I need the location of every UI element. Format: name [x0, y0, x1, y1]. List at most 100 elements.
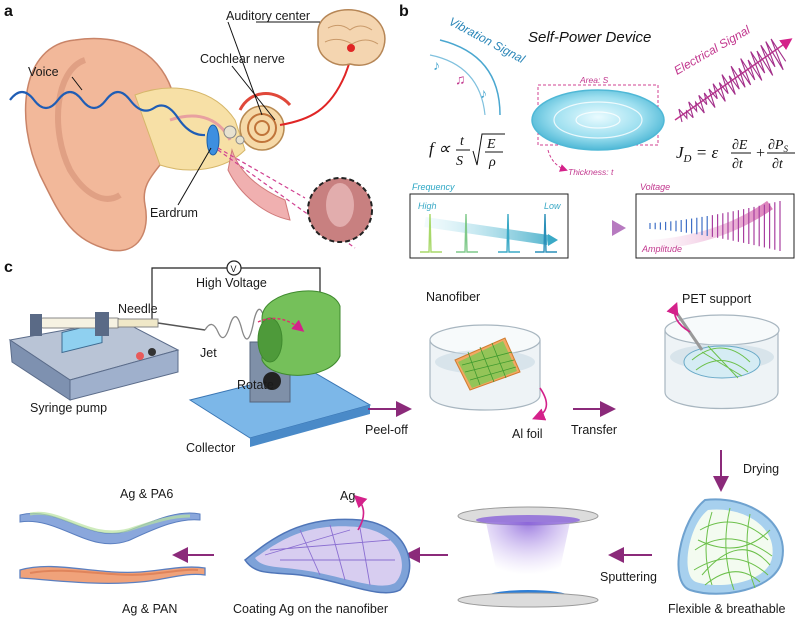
- label-syringe-pump: Syringe pump: [30, 401, 107, 415]
- title-self-power-device: Self-Power Device: [528, 29, 651, 46]
- formula-frequency: f ∝ t S E ρ: [429, 133, 505, 170]
- brain-folds: [324, 24, 379, 45]
- membrane-fibers: [693, 507, 773, 591]
- nanofiber-lines: [461, 342, 517, 386]
- formula-f-e: E: [486, 137, 496, 152]
- label-area: Area: S: [579, 75, 609, 85]
- note-icon-1: ♪: [433, 57, 440, 73]
- label-voltage: Voltage: [640, 182, 670, 192]
- frequency-peak: [535, 213, 557, 253]
- leader-eardrum: [177, 147, 212, 206]
- cochlea-spiral-inner: [254, 120, 270, 136]
- panel-a: a Auditory ce: [4, 3, 386, 252]
- brain-illustration: [317, 9, 386, 66]
- voltmeter-symbol: V: [231, 264, 237, 274]
- al-foil-arrow: [532, 387, 548, 421]
- vibration-arc-1: [439, 39, 501, 116]
- membrane-fiber: [746, 513, 756, 589]
- membrane-fiber: [701, 549, 771, 576]
- formula-f-rho: ρ: [488, 155, 496, 170]
- syringe-body: [117, 318, 159, 328]
- collector-drum-end: [257, 317, 283, 363]
- disc-ring-2: [575, 111, 621, 129]
- formula-f-symbol: f ∝: [429, 139, 451, 158]
- ear-fold: [55, 57, 122, 202]
- label-drying: Drying: [743, 462, 779, 476]
- pump-button-black: [148, 348, 156, 356]
- label-high-voltage: High Voltage: [196, 276, 267, 290]
- label-needle: Needle: [118, 302, 158, 316]
- membrane-fiber: [694, 538, 773, 557]
- label-transfer: Transfer: [571, 423, 617, 437]
- plasma-glow: [486, 522, 570, 588]
- panel-c: c V High Voltage Needle Syringe pump Jet…: [4, 259, 785, 616]
- label-pet-support: PET support: [682, 292, 752, 306]
- ag-arrow: [353, 494, 368, 531]
- pump-button-red: [136, 352, 144, 360]
- vibration-disc: [531, 89, 665, 151]
- frequency-peak: [498, 213, 520, 253]
- rotate-arrow: [257, 317, 305, 332]
- panel-label-b: b: [399, 3, 409, 20]
- frequency-peak: [456, 213, 478, 253]
- eardrum-zoom-membrane: [326, 183, 354, 227]
- label-eardrum: Eardrum: [150, 206, 198, 220]
- label-ag: Ag: [340, 489, 355, 503]
- label-collector: Collector: [186, 441, 235, 455]
- label-electrical-signal: Electrical Signal: [672, 23, 753, 78]
- leader-auditory: [227, 21, 263, 116]
- frequency-shift-arrow: [424, 217, 549, 245]
- formula-f-sqrt: [472, 133, 505, 166]
- label-ag-pa6: Ag & PA6: [120, 487, 173, 501]
- label-coating-ag: Coating Ag on the nanofiber: [233, 602, 388, 616]
- panel-label-a: a: [4, 3, 13, 20]
- membrane-fiber: [725, 507, 735, 591]
- label-rotate: Rotate: [237, 378, 274, 392]
- label-flexible-breathable: Flexible & breathable: [668, 602, 785, 616]
- pet-support-ring: [683, 345, 761, 379]
- label-peel-off: Peel-off: [365, 423, 408, 437]
- strip-ag-pan-fibers: [29, 568, 199, 576]
- electrical-signal-wave: [678, 38, 787, 123]
- sputter-base-plate: [457, 592, 599, 608]
- label-voice: Voice: [28, 65, 59, 79]
- label-jet: Jet: [200, 346, 217, 360]
- electrical-wave-line: [678, 38, 787, 123]
- eardrum-shape: [206, 124, 220, 156]
- label-thickness: Thickness: t: [568, 167, 614, 177]
- frequency-peaks: [420, 213, 557, 253]
- eustachian-tube: [227, 148, 291, 221]
- frequency-peak: [420, 213, 442, 253]
- membrane-fiber: [705, 511, 713, 586]
- note-icon-3: ♪: [480, 85, 487, 101]
- nanofiber-mat: [458, 341, 517, 388]
- label-high: High: [418, 201, 437, 211]
- label-frequency: Frequency: [412, 182, 455, 192]
- label-vibration-signal: Vibration Signal: [447, 14, 528, 66]
- voltage-waveform: [649, 201, 781, 251]
- label-amplitude: Amplitude: [641, 244, 682, 254]
- pump-front: [69, 349, 179, 401]
- semicircular-canal: [238, 92, 292, 111]
- formula-jd-dt1: ∂t: [732, 157, 744, 172]
- vibration-arc-2: [429, 54, 486, 116]
- auditory-center-dot: [347, 44, 355, 52]
- formula-f-s: S: [456, 154, 463, 169]
- pump-clamp-left: [30, 314, 42, 336]
- formula-f-t: t: [460, 134, 465, 149]
- thickness-arrow: [547, 149, 568, 172]
- label-low: Low: [544, 201, 561, 211]
- ossicle: [223, 125, 237, 139]
- panel-b: b Self-Power Device Vibration Signal ♪ ♫…: [399, 3, 795, 259]
- cochlea-outer: [239, 105, 285, 151]
- disc-ring-1: [553, 101, 643, 139]
- label-sputtering: Sputtering: [600, 570, 657, 584]
- pet-fibers: [691, 345, 751, 379]
- label-al-foil: Al foil: [512, 427, 543, 441]
- membrane-fiber: [699, 521, 769, 541]
- strip-ag-pa6-fibers: [29, 511, 191, 534]
- voice-wave: [9, 90, 206, 137]
- coated-membrane-inner: [255, 526, 402, 586]
- ossicle-2: [235, 135, 245, 145]
